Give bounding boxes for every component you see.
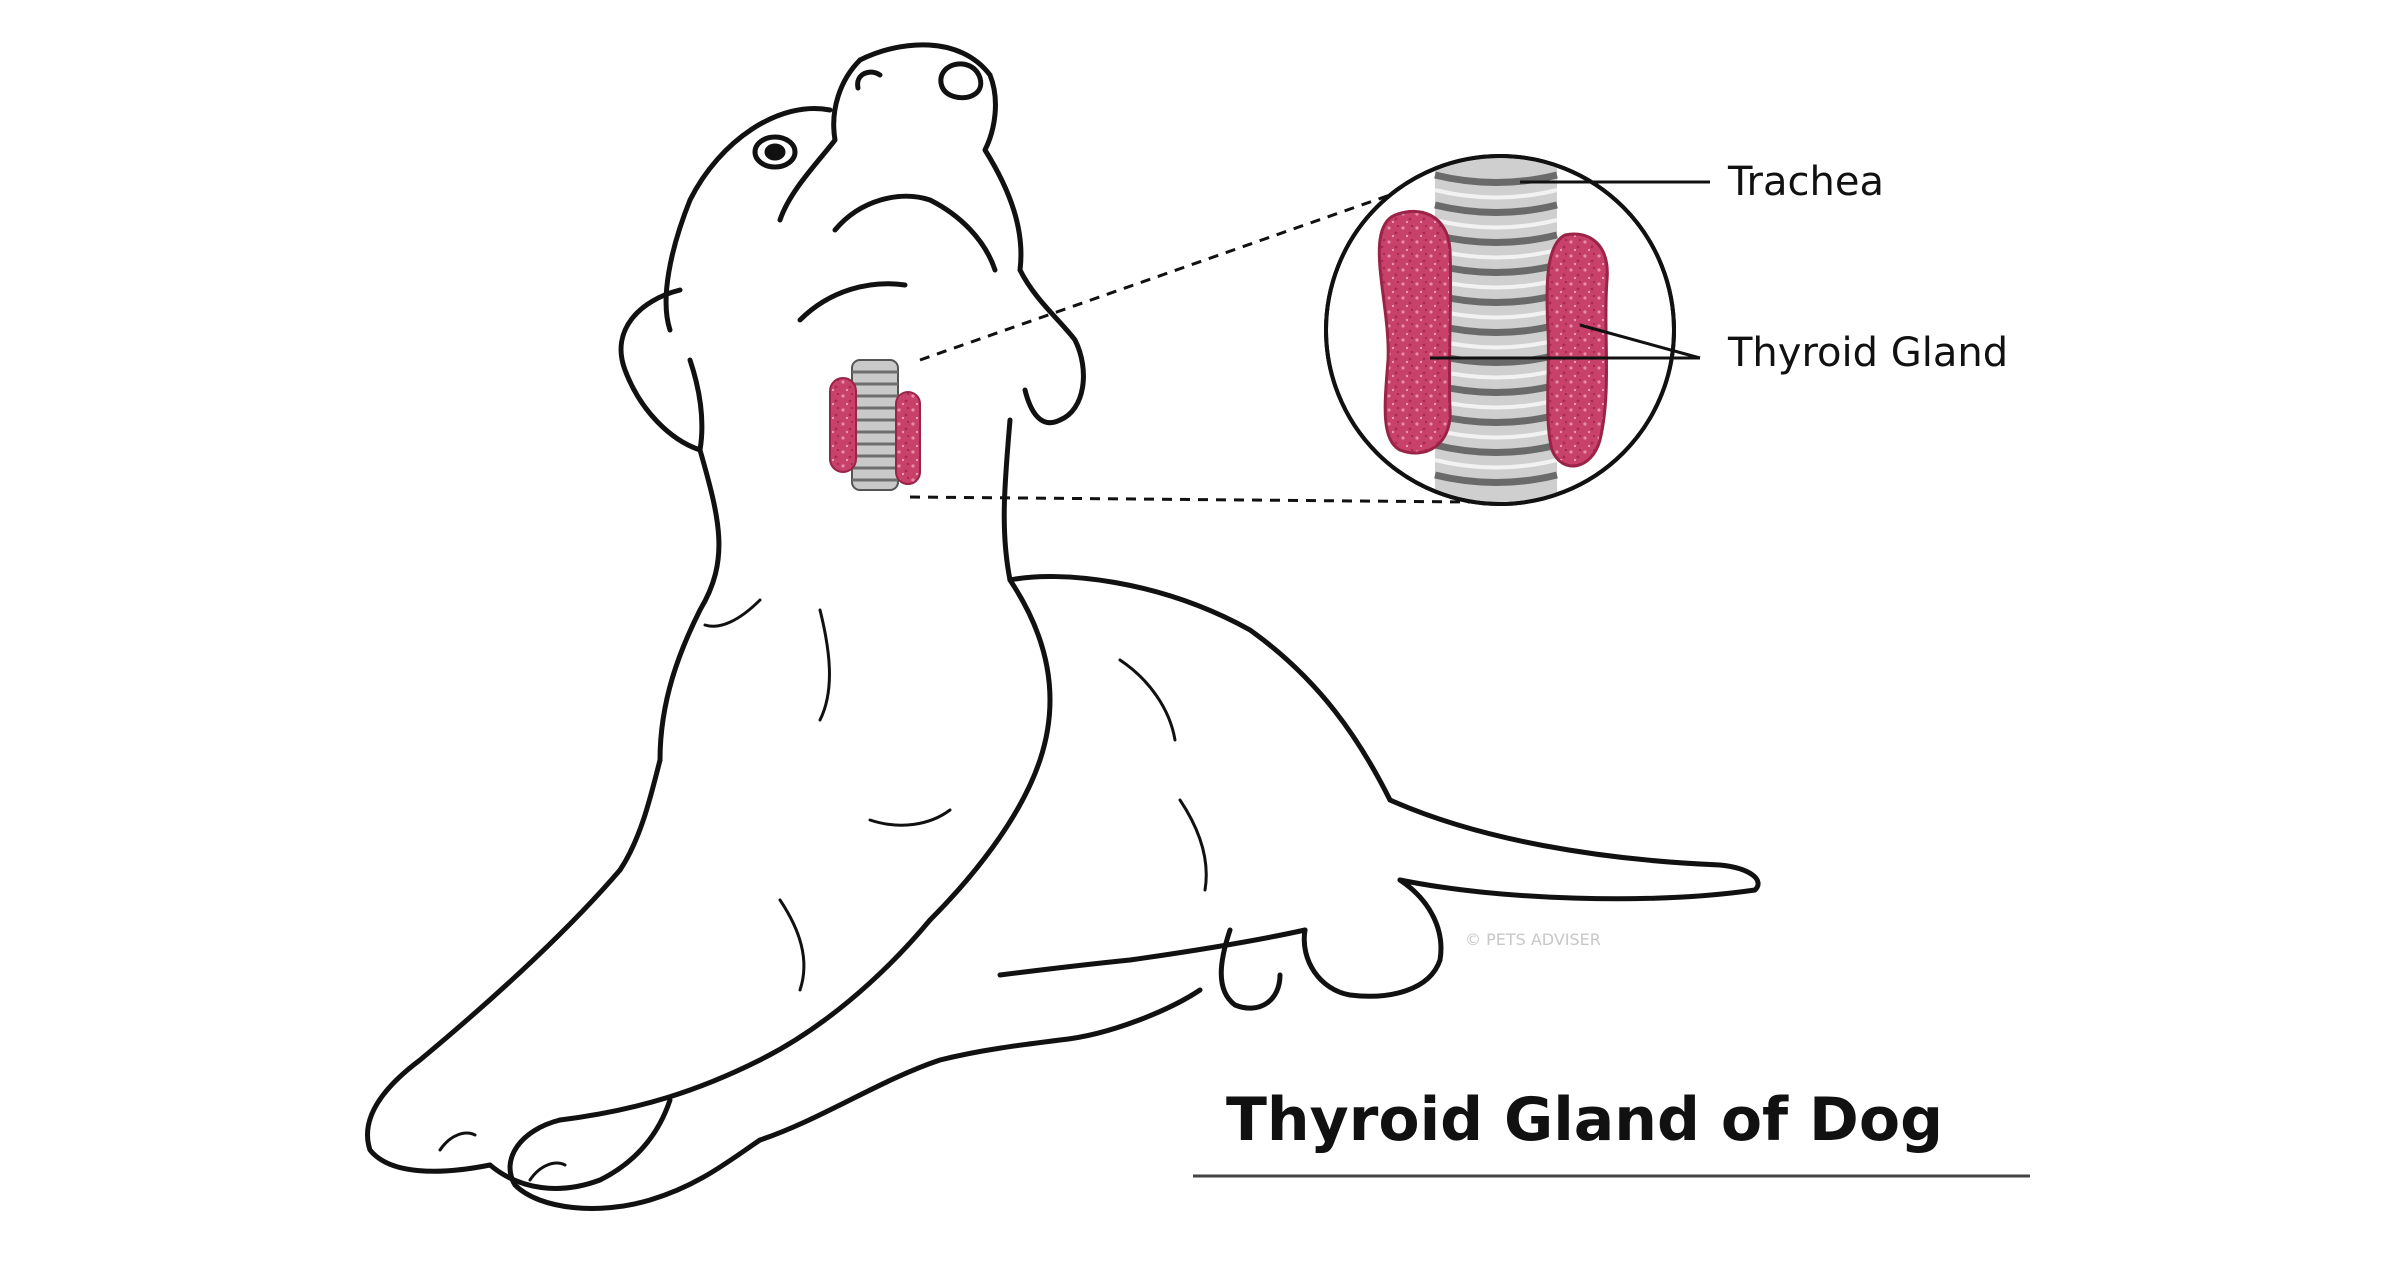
dog-chest-left bbox=[617, 757, 663, 873]
dog-nose bbox=[938, 61, 984, 101]
zoom-connectors bbox=[909, 193, 1471, 504]
dog-left-face bbox=[663, 106, 833, 333]
dog-neck-left bbox=[657, 447, 722, 763]
dog-eye bbox=[752, 134, 798, 170]
dog-chest bbox=[927, 577, 1053, 923]
dog-left-ear bbox=[618, 287, 705, 453]
neck-trachea bbox=[851, 359, 899, 491]
neck-thyroid-left bbox=[829, 377, 857, 473]
dog-front-leg-right bbox=[557, 917, 933, 1123]
dog-belly bbox=[997, 927, 1308, 978]
dog-neck-right bbox=[1001, 417, 1013, 583]
dog-front-leg-left bbox=[364, 867, 623, 1174]
dog-back bbox=[1007, 574, 1393, 803]
neck-thyroid-right bbox=[895, 391, 921, 485]
watermark: © PETS ADVISER bbox=[1465, 930, 1601, 949]
dog-hind-paw bbox=[1218, 927, 1283, 1011]
leader-lines bbox=[1430, 180, 1710, 360]
zoom-thyroid-left bbox=[1377, 209, 1453, 455]
dog-front-paw-right bbox=[507, 1117, 763, 1211]
label-trachea: Trachea bbox=[1727, 159, 1884, 205]
zoom-thyroid-right bbox=[1545, 232, 1609, 468]
dog-mid-paw bbox=[1057, 987, 1203, 1043]
dog-tail bbox=[1387, 797, 1761, 902]
dog-outline bbox=[364, 42, 1761, 1211]
dog-snout bbox=[777, 57, 863, 223]
dog-front-paw-left bbox=[487, 1097, 673, 1191]
magnified-view bbox=[1324, 154, 1676, 506]
neck-thyroid-inset bbox=[829, 359, 921, 491]
dog-jaw bbox=[797, 281, 908, 323]
label-thyroid-gland: Thyroid Gland bbox=[1727, 330, 2008, 376]
dog-head bbox=[857, 42, 1086, 426]
dog-hind-leg bbox=[1301, 877, 1444, 999]
diagram-title: Thyroid Gland of Dog bbox=[1226, 1085, 1943, 1155]
dog-nose-2 bbox=[855, 69, 883, 91]
dog-mouth bbox=[832, 193, 998, 273]
dog-leg-under bbox=[757, 1037, 1063, 1143]
